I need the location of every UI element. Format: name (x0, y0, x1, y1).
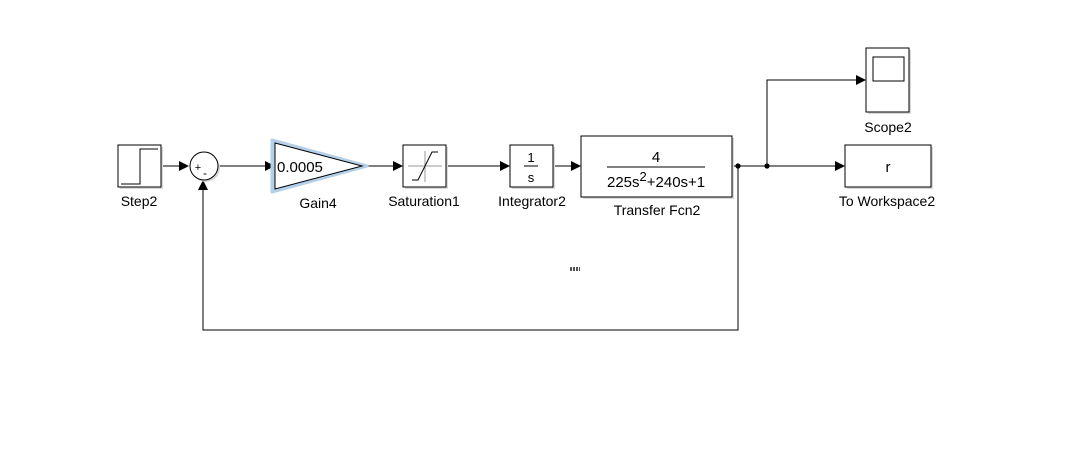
scope-screen-icon (872, 56, 905, 82)
canvas-marker-icon (570, 267, 580, 271)
arrowhead-saturation-input (393, 161, 403, 171)
arrowhead-sum-feedback-input (198, 180, 208, 190)
saturation-block-label: Saturation1 (388, 193, 460, 209)
arrowhead-sum-input (179, 161, 189, 171)
saturation-block[interactable] (402, 144, 448, 189)
arrowhead-integrator-input (500, 161, 510, 171)
signal-branch-to-scope[interactable] (766, 79, 856, 166)
branch-point-scope (764, 163, 770, 169)
branch-point-feedback (735, 163, 741, 169)
gain-block[interactable]: 0.0005 (270, 138, 369, 194)
saturation-icon (408, 151, 442, 182)
scope-block[interactable] (865, 47, 911, 114)
arrowhead-gain-input (265, 161, 275, 171)
integrator-block-label: Integrator2 (498, 193, 566, 209)
arrowhead-transfer-fcn-input (571, 161, 581, 171)
transfer-fcn-block-label: Transfer Fcn2 (614, 202, 701, 218)
transfer-fcn-denominator: 225s2+240s+1 (607, 169, 705, 191)
sum-block[interactable]: + - (189, 151, 220, 182)
transfer-fcn-den-part1: 225s (607, 174, 640, 191)
scope-block-label: Scope2 (864, 119, 912, 135)
to-workspace-variable: r (886, 159, 891, 176)
step-icon (121, 148, 158, 185)
transfer-fcn-numerator: 4 (652, 149, 660, 166)
gain-block-label: Gain4 (299, 195, 337, 211)
step-block-label: Step2 (121, 193, 158, 209)
sum-minus-sign: - (203, 166, 207, 180)
transfer-fcn-block[interactable]: 4 225s2+240s+1 (580, 135, 734, 199)
signal-feedback-loop[interactable] (202, 166, 739, 331)
transfer-fcn-den-part2: +240s+1 (647, 174, 705, 191)
transfer-fcn-den-exponent: 2 (640, 169, 647, 184)
arrowhead-scope-input (856, 75, 866, 85)
gain-value: 0.0005 (277, 159, 323, 176)
step-block[interactable] (117, 144, 163, 189)
to-workspace-block-label: To Workspace2 (839, 193, 935, 209)
integrator-numerator: 1 (527, 150, 534, 165)
signal-lines (161, 75, 866, 331)
arrowhead-to-workspace-input (835, 161, 845, 171)
sum-plus-sign: + (195, 162, 201, 174)
to-workspace-block[interactable]: r (844, 144, 933, 189)
integrator-denominator: s (528, 170, 535, 185)
integrator-block[interactable]: 1 s (509, 144, 555, 189)
